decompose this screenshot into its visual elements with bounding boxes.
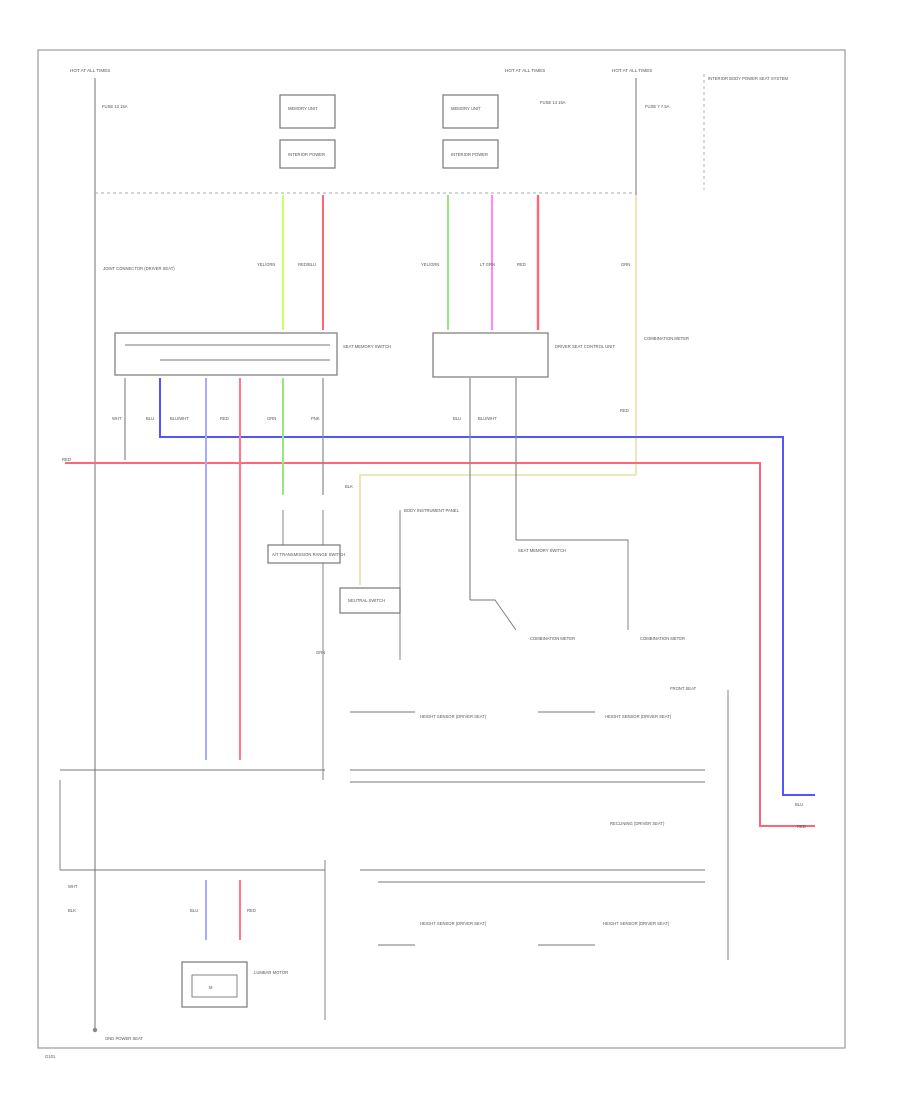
wire-label-red-end: RED bbox=[797, 824, 806, 829]
transmission-range-switch bbox=[267, 544, 341, 564]
ipdm-2 bbox=[442, 139, 499, 169]
wire-label-red-long-top: RED bbox=[620, 408, 629, 413]
wire-label-red-left: RED bbox=[220, 416, 229, 421]
motor-inner bbox=[191, 974, 238, 998]
wire-label-grn3: GRN bbox=[316, 650, 325, 655]
wire-label-red: RED bbox=[517, 262, 526, 267]
motor-label: M bbox=[209, 985, 213, 990]
seat-sensor-1: HEIGHT SENSOR (DRIVER SEAT) bbox=[420, 714, 487, 719]
combination-meter-note-2: COMBINATION METER bbox=[640, 636, 685, 641]
recline-note: RECLINING (DRIVER SEAT) bbox=[610, 821, 665, 826]
memory-unit-1 bbox=[279, 94, 336, 129]
lumbar-note: LUMBAR MOTOR bbox=[254, 970, 288, 975]
combination-meter-label: COMBINATION METER bbox=[644, 336, 689, 341]
seat-sensor-2: HEIGHT SENSOR (DRIVER SEAT) bbox=[605, 714, 672, 719]
driver-seat-control-label: DRIVER SEAT CONTROL UNIT bbox=[555, 344, 615, 349]
ground-mark: G101 bbox=[45, 1054, 56, 1059]
wire-blu-long bbox=[159, 378, 815, 796]
wire-label-blk: BLK bbox=[345, 484, 353, 489]
junction-left-note: JOINT CONNECTOR (DRIVER SEAT) bbox=[103, 266, 175, 271]
power-label-left: HOT AT ALL TIMES bbox=[70, 68, 110, 73]
diagram-frame bbox=[37, 49, 846, 1049]
wire-red-long bbox=[65, 462, 815, 827]
seat-memory-right-box bbox=[516, 539, 629, 630]
wire-label-grn2: GRN bbox=[267, 416, 276, 421]
ipdm-1 bbox=[279, 139, 336, 169]
wire-label-wht-left: WHT bbox=[112, 416, 122, 421]
fuse-label-left: FUSE 13 15A bbox=[102, 104, 128, 109]
power-label-center: HOT AT ALL TIMES bbox=[505, 68, 545, 73]
wire-label-wht-low: WHT bbox=[68, 884, 78, 889]
seat-sensor-3: HEIGHT SENSOR (DRIVER SEAT) bbox=[420, 921, 487, 926]
motor-box bbox=[181, 961, 248, 1008]
wire-label-red-long: RED bbox=[62, 457, 71, 462]
memory-unit-1-label: MEMORY UNIT bbox=[288, 106, 318, 111]
wire-label-yel-grn: YEL/GRN bbox=[257, 262, 275, 267]
front-seat-note: FRONT SEAT bbox=[670, 686, 697, 691]
memory-unit-2 bbox=[442, 94, 499, 129]
memory-unit-2-label: MEMORY UNIT bbox=[451, 106, 481, 111]
wire-label-red-low: RED bbox=[247, 908, 256, 913]
ipdm-1-label: INTERIOR POWER bbox=[288, 152, 325, 157]
wire-label-blk-low: BLK bbox=[68, 908, 76, 913]
fuse-label-right: FUSE 7 7.5A bbox=[645, 104, 670, 109]
wire-label-blu-end: BLU bbox=[795, 802, 803, 807]
wire-label-blu-left: BLU bbox=[146, 416, 154, 421]
ipdm-2-label: INTERIOR POWER bbox=[451, 152, 488, 157]
combination-meter-note: COMBINATION METER bbox=[530, 636, 575, 641]
corner-note: INTERIOR BODY POWER SEAT SYSTEM bbox=[708, 76, 789, 81]
ground-dot bbox=[92, 1027, 98, 1033]
wire-label-lt-grn: LT GRN bbox=[480, 262, 495, 267]
wire-label-blu-wht2: BLU/WHT bbox=[478, 416, 497, 421]
seat-sensor-4: HEIGHT SENSOR (DRIVER SEAT) bbox=[603, 921, 670, 926]
transmission-range-label: A/T TRANSMISSION RANGE SWITCH bbox=[272, 552, 345, 557]
wire-label-blu-low: BLU bbox=[190, 908, 198, 913]
wire-label-blu-right: BLU bbox=[453, 416, 461, 421]
seat-memory-switch bbox=[114, 332, 338, 376]
wire-label-grn: GRN bbox=[621, 262, 630, 267]
bottom-note: GND POWER SEAT bbox=[105, 1036, 144, 1041]
wire-label-pnk: PNK bbox=[311, 416, 320, 421]
lead-to-connector bbox=[470, 599, 517, 631]
driver-seat-control-unit bbox=[432, 332, 549, 378]
instrument-note: BODY INSTRUMENT PANEL bbox=[404, 508, 460, 513]
seat-memory-switch-label: SEAT MEMORY SWITCH bbox=[343, 344, 391, 349]
neutral-switch-label: NEUTRAL SWITCH bbox=[348, 598, 385, 603]
fuse-label-center: FUSE 14 15A bbox=[540, 100, 566, 105]
wire-label-red-blu: RED/BLU bbox=[298, 262, 316, 267]
wire-label-yel-grn-2: YEL/GRN bbox=[421, 262, 439, 267]
seat-memory-right-label: SEAT MEMORY SWITCH bbox=[518, 548, 566, 553]
power-label-right: HOT AT ALL TIMES bbox=[612, 68, 652, 73]
wire-label-blu-wht: BLU/WHT bbox=[170, 416, 189, 421]
wire-tan-across bbox=[359, 474, 636, 585]
